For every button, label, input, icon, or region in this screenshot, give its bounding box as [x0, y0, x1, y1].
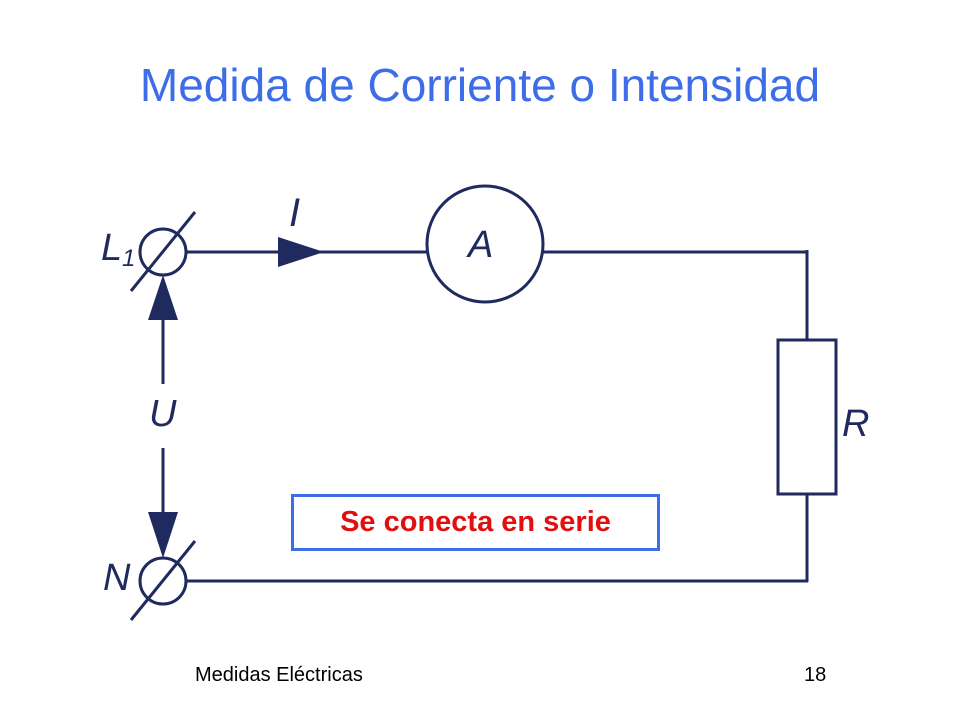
- footer-course-title: Medidas Eléctricas: [195, 664, 363, 686]
- slide-title: Medida de Corriente o Intensidad: [139, 59, 821, 111]
- page-number: 18: [804, 664, 827, 686]
- terminal-n-slash: [129, 540, 197, 621]
- series-note-box: Se conecta en serie: [291, 494, 660, 551]
- ammeter-circle: [425, 184, 545, 304]
- voltage-arrow-down-head: [148, 512, 178, 558]
- label-voltage: U: [149, 393, 177, 435]
- current-arrow: [278, 237, 324, 267]
- label-l1-subscript: 1: [122, 245, 135, 272]
- series-note-text: Se conecta en serie: [340, 506, 611, 538]
- terminal-l1-slash: [129, 211, 197, 292]
- label-current: I: [289, 191, 300, 235]
- label-n: N: [103, 557, 131, 599]
- label-l1: L: [101, 227, 122, 269]
- label-resistor: R: [842, 403, 869, 445]
- label-ammeter: A: [466, 224, 493, 266]
- resistor: [776, 338, 838, 496]
- voltage-arrow-up-head: [148, 275, 178, 320]
